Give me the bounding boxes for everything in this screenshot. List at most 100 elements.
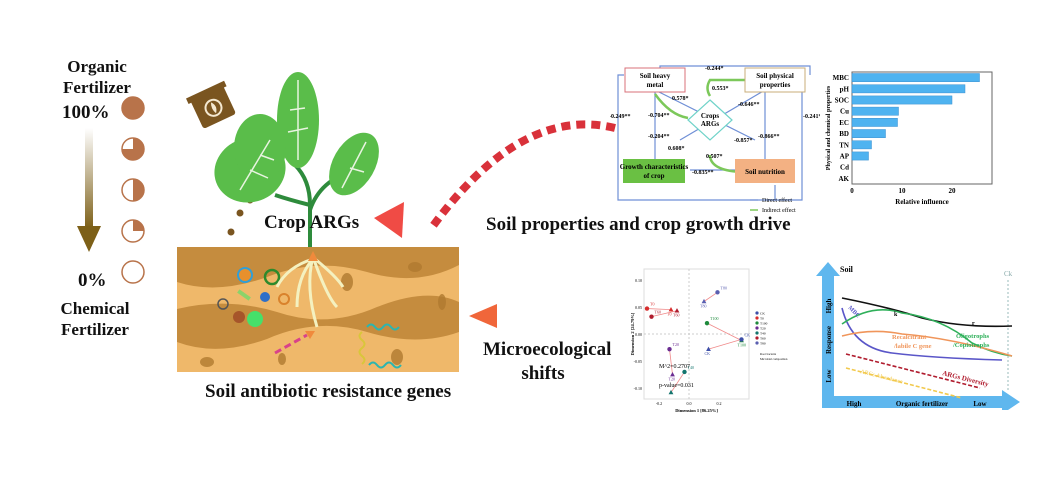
plant-illustration xyxy=(186,72,379,250)
scatter-link-T0 xyxy=(646,308,672,311)
microecology-caption: Microecological shifts xyxy=(483,338,611,386)
box-nutrition xyxy=(735,159,795,183)
scatter-label-T100-0: T100 xyxy=(710,316,718,321)
microecology-caption-line2: shifts xyxy=(521,363,565,384)
concept-label-oligo-1: Oligotrophs xyxy=(956,333,990,340)
top-percent: 100% xyxy=(62,102,110,123)
bar-label-Cu: Cu xyxy=(840,108,849,116)
bar-TN xyxy=(851,140,872,150)
scatter-legend-T0: T0 xyxy=(760,316,764,320)
scatter-label-T100-1: T100 xyxy=(738,343,746,348)
scatter-point-T40-a xyxy=(682,369,687,375)
label-center-1: Crops xyxy=(701,112,719,120)
coef-nutrition-center-indirect: 0.507* xyxy=(706,154,723,160)
concept-label-oligo-2: /Copiotrophs xyxy=(952,342,990,349)
concept-label-abundance: ARGs Abundance xyxy=(860,369,904,385)
bar-label-pH: pH xyxy=(840,85,850,93)
scatter-ytick-2: 0.00 xyxy=(635,332,642,337)
concept-curve-1 xyxy=(841,307,1003,361)
bar-label-TN: TN xyxy=(839,141,849,149)
fertilizer-pie-fill-3 xyxy=(133,220,144,231)
coef-phys-center-indirect: 0.553* xyxy=(712,86,729,92)
bar-label-SOC: SOC xyxy=(835,97,849,105)
bar-xtick-10: 10 xyxy=(899,187,907,195)
scatter-legend-T80: T80 xyxy=(760,341,766,345)
concept-point-k: k xyxy=(894,312,898,318)
concept-xlabel-2: Low xyxy=(973,400,987,408)
legend-direct: Direct effect xyxy=(762,197,792,204)
bar-label-AK: AK xyxy=(839,175,850,183)
fertilizer-pie-fill-1 xyxy=(122,138,144,160)
bar-label-AP: AP xyxy=(840,153,850,161)
organic-fertilizer-label: Organic Fertilizer xyxy=(52,56,142,98)
chemical-label-line2: Fertilizer xyxy=(61,320,129,339)
scatter-link-T80 xyxy=(703,291,718,302)
label-growth-2: of crop xyxy=(643,172,664,180)
scatter-point-T80-b xyxy=(701,298,707,304)
bottom-percent: 0% xyxy=(78,270,107,291)
box-center xyxy=(687,99,733,141)
concept-xlabel-1: Organic fertilizer xyxy=(896,400,948,408)
scatter-link-T20 xyxy=(669,349,673,375)
scatter-link-T100 xyxy=(706,322,742,341)
bar-AP xyxy=(851,151,869,161)
scatter-point-T40-b xyxy=(668,389,674,395)
organic-label-line1: Organic xyxy=(67,57,127,76)
concept-point-r: r xyxy=(972,321,975,327)
scatter-link-T40 xyxy=(670,371,685,393)
coef-left-outer: -0.249** xyxy=(610,114,631,120)
concept-label-diversity: ARGs Diversity xyxy=(942,369,990,388)
soil-illustration xyxy=(177,247,459,372)
box-physical xyxy=(744,67,806,93)
scatter-label-T60-1: T60 xyxy=(673,313,679,318)
ck-label: Ck xyxy=(1004,270,1013,278)
bar-pH xyxy=(851,84,966,94)
fertilizer-pie-fill-0 xyxy=(122,97,144,119)
coef-phys-nutrition: -0.866** xyxy=(758,134,780,140)
scatter-ytick-4: -0.10 xyxy=(634,386,642,391)
coef-growth-nutrition: -0.835** xyxy=(692,170,714,176)
scatter-label-T80-1: T80 xyxy=(700,304,706,309)
label-physical-1: Soil physical xyxy=(756,72,794,80)
scatter-legend-extra-1: Microbial composition xyxy=(760,357,788,361)
scatter-legend-CK: CK xyxy=(760,311,765,315)
bar-MBC xyxy=(851,73,980,82)
scatter-label-CK-0: CK xyxy=(745,332,751,337)
dna-helix-icon xyxy=(358,323,402,369)
concept-ylabel-0: High xyxy=(825,299,833,314)
gradient-arrow-icon xyxy=(77,128,101,252)
scatter-label-T20-1: T20 xyxy=(669,377,675,382)
scatter-point-T60-b xyxy=(674,308,680,313)
label-growth-1: Growth characteristics xyxy=(620,163,689,171)
scatter-legend-marker-T80 xyxy=(755,341,759,345)
chemical-label-line1: Chemical xyxy=(60,299,130,318)
concept-curve-0 xyxy=(841,297,1013,328)
scatter-ylabel: Dimension 2 [24.79%] xyxy=(630,312,635,355)
organic-label-line2: Fertilizer xyxy=(63,78,131,97)
coef-top: -0.244* xyxy=(705,66,724,72)
coef-phys-center: -0.646** xyxy=(738,102,760,108)
scatter-legend-marker-CK xyxy=(755,311,759,315)
label-physical-2: properties xyxy=(760,81,791,89)
concept-ylabel-1: Response xyxy=(825,326,833,354)
bar-ylabel: Physical and chemical properties xyxy=(826,85,832,170)
scatter-label-CK-1: CK xyxy=(705,351,711,356)
scatter-point-T20-a xyxy=(667,346,672,352)
scatter-label-T20-0: T20 xyxy=(673,342,679,347)
soil-args-label: Soil antibiotic resistance genes xyxy=(205,381,452,402)
fertilizer-bag-icon xyxy=(186,80,236,129)
scatter-legend-marker-T20 xyxy=(755,326,759,330)
chemical-fertilizer-label: Chemical Fertilizer xyxy=(50,298,140,340)
scatter-annotation-pvalue: p-value=0.031 xyxy=(659,383,694,389)
label-heavy-metal-1: Soil heavy xyxy=(640,72,671,80)
box-growth xyxy=(623,159,685,183)
scatter-point-CK-a xyxy=(739,337,744,342)
bar-EC xyxy=(851,118,898,127)
scatter-label-T60-0: T60 xyxy=(655,310,661,315)
concept-xlabel-0: High xyxy=(847,400,862,408)
bar-label-EC: EC xyxy=(839,119,849,127)
